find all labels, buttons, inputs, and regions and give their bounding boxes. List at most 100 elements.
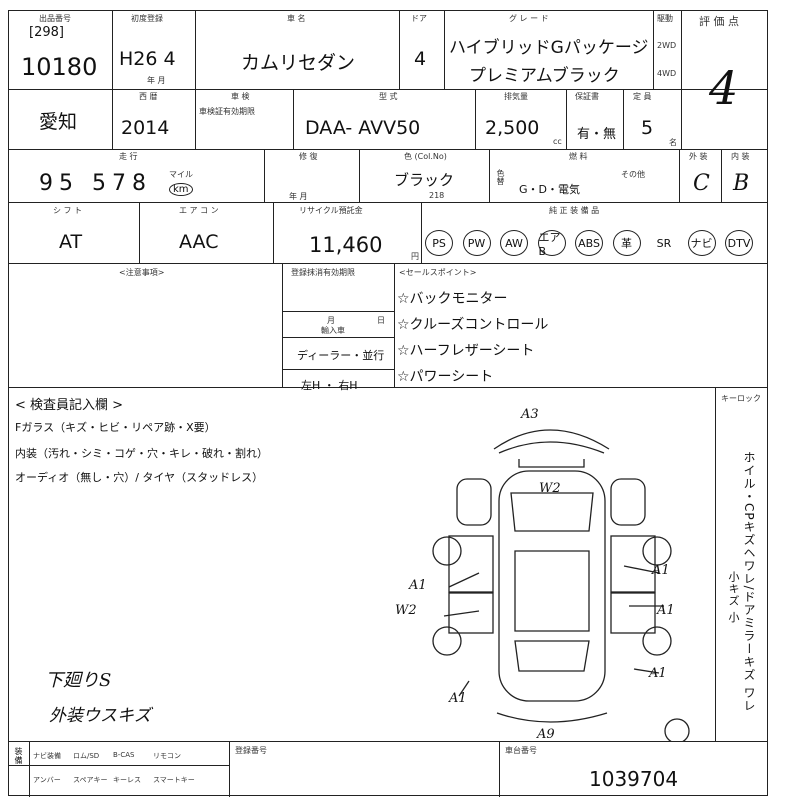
chassis-number: 1039704 xyxy=(589,767,679,791)
inspector-title: < 検査員記入欄 > xyxy=(15,398,124,413)
lot-number: 10180 xyxy=(21,53,98,81)
exterior-label: 外 装 xyxy=(689,152,708,161)
sales-point-1: ☆バックモニター xyxy=(397,291,508,307)
lot-label: 出品番号 xyxy=(39,14,71,23)
fuel-label: 燃 料 xyxy=(569,152,588,161)
warranty-value: 有・無 xyxy=(577,127,617,142)
sales-point-4: ☆パワーシート xyxy=(397,369,494,385)
repair-label: 修 復 xyxy=(299,152,318,161)
equipment-item: ABS xyxy=(575,230,603,256)
notes-label: <注意事項> xyxy=(119,268,165,277)
color-label: 色 (Col.No) xyxy=(404,152,447,161)
equipment-item: PS xyxy=(425,230,453,256)
displacement-value: 2,500 xyxy=(485,117,540,139)
footer-option-cell: スペアキー xyxy=(73,776,108,784)
handwritten-note-2: 外装ウスキズ xyxy=(49,706,151,726)
reg-number-label: 登録番号 xyxy=(235,746,267,755)
fuel-value: G・D・電気 xyxy=(519,183,580,196)
mileage-unit-km: km xyxy=(169,183,193,196)
car-name-value: カムリセダン xyxy=(241,52,356,74)
displacement-label: 排気量 xyxy=(504,92,528,101)
equipment-item: AW xyxy=(500,230,528,256)
mileage-unit-mile: マイル xyxy=(169,170,193,179)
auction-sheet: 出品番号 [298] 10180 初度登録 H26 4 年 月 車 名 カムリセ… xyxy=(8,10,768,797)
damage-mark: W2 xyxy=(539,481,561,496)
aircon-value: AAC xyxy=(179,231,219,253)
chassis-label: 車台番号 xyxy=(505,746,537,755)
drive-4wd: 4WD xyxy=(657,69,677,78)
first-reg-value: H26 4 xyxy=(119,48,176,70)
dealer-parallel: ディーラー・並行 xyxy=(297,349,385,362)
equipment-item: SR xyxy=(656,236,672,250)
reg-expire-label: 登録抹消有効期限 xyxy=(291,268,355,277)
inspector-line-1: Fガラス（キズ・ヒビ・リペア跡・X要） xyxy=(15,421,216,434)
door-label: ドア xyxy=(411,14,427,23)
reg-expire-month: 月 xyxy=(327,316,335,325)
equipment-label: 純 正 装 備 品 xyxy=(549,206,600,215)
damage-mark: A1 xyxy=(449,691,467,706)
capacity-label: 定 員 xyxy=(633,92,652,101)
footer-option-cell: スマートキー xyxy=(153,776,195,784)
door-value: 4 xyxy=(414,48,427,70)
color-change-label: 色替 xyxy=(496,169,505,185)
damage-mark: A9 xyxy=(537,727,555,742)
mileage-label: 走 行 xyxy=(119,152,138,161)
score-label: 評 価 点 xyxy=(699,15,739,28)
mileage-value: 95 578 xyxy=(39,171,152,196)
recycle-label: リサイクル預託金 xyxy=(299,206,363,215)
footer-option-cell: リモコン xyxy=(153,752,181,760)
damage-mark: A1 xyxy=(409,578,427,593)
exterior-grade: C xyxy=(693,171,710,196)
color-value: ブラック xyxy=(394,171,455,189)
color-code: 218 xyxy=(429,191,445,200)
grade-line-2: プレミアムブラック xyxy=(469,66,620,86)
year-label: 西 暦 xyxy=(139,92,158,101)
equipment-item: 革 xyxy=(612,230,641,256)
inspection-note: 車検証有効期限 xyxy=(199,107,255,116)
equipment-item: DTV xyxy=(725,230,753,256)
keyless-label: キーロック xyxy=(721,394,761,403)
warranty-label: 保証書 xyxy=(575,92,599,101)
aircon-label: エ ア コ ン xyxy=(179,206,219,215)
interior-label: 内 装 xyxy=(731,152,750,161)
inspector-line-2: 内装（汚れ・シミ・コゲ・穴・キレ・破れ・割れ） xyxy=(15,447,268,460)
drive-label: 駆動 xyxy=(657,14,673,23)
model-value: DAA- AVV50 xyxy=(305,117,421,139)
damage-mark: W2 xyxy=(395,603,417,618)
sales-point-2: ☆クルーズコントロール xyxy=(397,317,549,333)
inspector-line-3: オーディオ（無し・穴）/ タイヤ（スタッドレス） xyxy=(15,471,264,484)
side-note: ホイル・CPキズヘワレ/ドアミラーキズ ワレ xyxy=(742,451,756,713)
model-label: 型 式 xyxy=(379,92,398,101)
lot-prefix: [298] xyxy=(29,25,64,40)
interior-grade: B xyxy=(733,171,750,196)
footer-option-cell: キーレス xyxy=(113,776,141,784)
handwritten-note-1: 下廻りS xyxy=(45,670,112,691)
footer-option-cell: B-CAS xyxy=(113,751,135,759)
first-reg-unit: 年 月 xyxy=(147,76,166,85)
shift-label: シ フ ト xyxy=(53,206,83,215)
footer-option-cell: ロム/SD xyxy=(73,752,100,760)
first-reg-label: 初度登録 xyxy=(131,14,163,23)
damage-mark: A1 xyxy=(652,563,670,578)
footer-option-cell: アンバー xyxy=(33,776,61,784)
sales-point-3: ☆ハーフレザーシート xyxy=(397,343,535,359)
repair-unit: 年 月 xyxy=(289,192,308,201)
inspection-label: 車 検 xyxy=(231,92,250,101)
reg-expire-day: 日 xyxy=(377,316,385,325)
footer-side-label: 装備 xyxy=(14,747,23,765)
score-value: 4 xyxy=(709,61,739,115)
damage-mark: A3 xyxy=(521,407,539,422)
import-label: 輸入車 xyxy=(321,326,345,335)
shift-value: AT xyxy=(59,231,83,253)
car-name-label: 車 名 xyxy=(287,14,306,23)
damage-mark: A1 xyxy=(657,603,675,618)
grade-line-1: ハイブリッドGパッケージ xyxy=(449,38,649,58)
equipment-item: ナビ xyxy=(687,230,716,256)
car-damage-diagram xyxy=(432,429,690,741)
grade-label: グ レ ー ド xyxy=(509,14,549,23)
region: 愛知 xyxy=(39,111,78,133)
side-note-2: 小キズ 小 xyxy=(727,571,740,624)
equipment-item: エアB xyxy=(537,230,566,258)
recycle-unit: 円 xyxy=(411,252,419,261)
damage-mark: A1 xyxy=(649,666,667,681)
